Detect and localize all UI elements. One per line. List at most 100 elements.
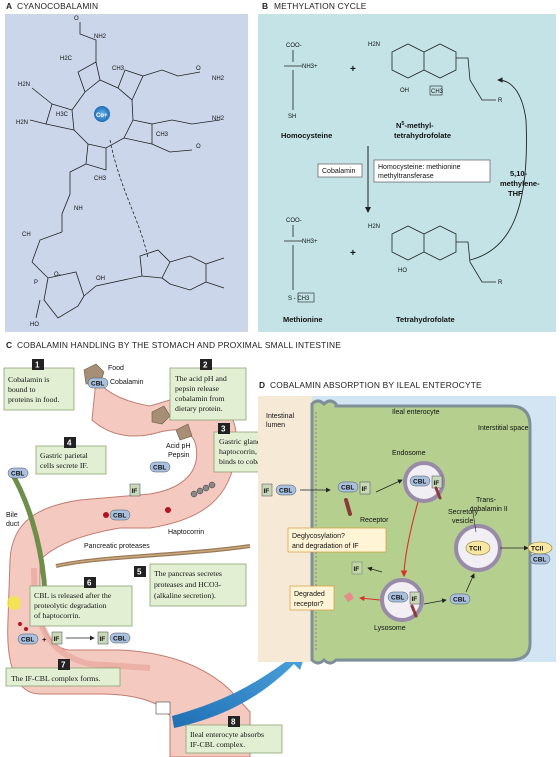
atom-ch3-1: CH3 [112, 66, 125, 72]
thf-ho: HO [398, 268, 407, 274]
cbl-pill-duodenum [17, 633, 39, 645]
atom-h3c-1: H3C [56, 112, 69, 118]
step-2-number: 2 [203, 361, 208, 370]
step-3-line2: haptocorrin, which then [219, 447, 293, 456]
step-1-line3: proteins in food. [8, 395, 59, 404]
step-8-number: 8 [231, 718, 236, 727]
atom-h2n-1: H2N [18, 82, 30, 88]
step-1-number: 1 [35, 361, 40, 370]
step-1-line2: bound to [8, 385, 36, 394]
if-tag-lysosome-label: IF [412, 596, 418, 603]
receptor-label: Receptor [360, 517, 389, 524]
step-6-line2: proteolytic degradation [34, 601, 107, 610]
homocysteine-coo: COO- [286, 43, 302, 49]
atom-oh: OH [96, 276, 105, 282]
cbl-pill-lysosome [387, 591, 409, 603]
step-4-callout: 4 Gastric parietal cells secrete IF. [35, 437, 107, 475]
methylthf-label-line2: tetrahydrofolate [394, 131, 451, 140]
transcobalamin-label-2: cobalamin II [470, 506, 508, 513]
interstitial-space-label: Interstitial space [478, 425, 529, 432]
if-tag-stomach [129, 483, 141, 497]
if-tag-duodenum [51, 631, 63, 645]
cbl-pill-stomach-label: CBL [153, 465, 166, 472]
step-2-callout: 2 The acid pH and pepsin release cobalam… [169, 359, 247, 421]
haptocorrin-dot-1 [103, 512, 109, 518]
methionine-label: Methionine [283, 315, 323, 324]
thf-label: Tetrahydrofolate [396, 315, 455, 324]
step-5-number: 5 [137, 568, 142, 577]
atom-o-3: O [196, 144, 201, 150]
tcii-in-vesicle [465, 540, 491, 556]
panel-b-letter: B [262, 1, 268, 11]
if-tag-lumen-label: IF [264, 488, 270, 495]
step-5-line1: The pancreas secretes [154, 569, 222, 578]
cbl-pill-free-label: CBL [11, 471, 24, 478]
cbl-pill-stomach [149, 461, 171, 473]
pepsin-label: Pepsin [168, 452, 190, 459]
intestinal-lumen-label-2: lumen [266, 422, 285, 429]
cobalamin-box [317, 163, 363, 178]
step-8-line1: Ileal enterocyte absorbs [190, 730, 264, 739]
cobalamin-cofactor-label: Cobalamin [322, 168, 356, 175]
intestinal-lumen-label-1: Intestinal [266, 413, 294, 420]
cobalt-atom [94, 106, 110, 122]
cbl-pill-duodenum-label: CBL [21, 637, 34, 644]
food-label: Food [108, 365, 124, 372]
atom-h2c-1: H2C [60, 56, 73, 62]
step-2-line3: cobalamin from [175, 394, 225, 403]
panel-a-letter: A [6, 1, 12, 11]
methionine-coo: COO- [286, 218, 302, 224]
panel-d-letter: D [259, 380, 265, 390]
cbl-pill-endosome-label: CBL [413, 479, 426, 486]
methylthf-r: R [498, 98, 503, 104]
deglycosylation-label-2: and degradation of IF [292, 543, 359, 550]
methionine-sch3: S - CH3 [288, 296, 310, 302]
if-tag-degraded [351, 561, 363, 575]
panel-b-title: METHYLATION CYCLE [274, 1, 367, 11]
step-6-line1: CBL is released after the [34, 591, 112, 600]
step-1-callout: 1 Cobalamin is bound to proteins in food… [3, 359, 75, 411]
if-tag-lysosome [409, 591, 421, 605]
cbl-pill-complex [109, 632, 131, 644]
atom-ch: CH [22, 232, 31, 238]
acid-ph-label: Acid pH [166, 443, 191, 450]
cbl-release-arrow [423, 598, 447, 605]
bile-duct [7, 468, 49, 621]
haptocorrin-dot-2 [165, 507, 171, 513]
haptocorrin-label: Haptocorrin [168, 529, 204, 536]
panel-c-title: COBALAMIN HANDLING BY THE STOMACH AND PR… [17, 340, 341, 350]
step-7-number: 7 [61, 661, 66, 670]
plus-bottom: + [350, 248, 356, 259]
cycle-arrow-to-methyl [497, 77, 527, 121]
cyanocobalamin-structure: O NH2 H2C CH3 H2N O NH2 H3C H2N NH2 O CH… [16, 16, 225, 328]
cbl-pill-secreted-label: CBL [533, 557, 546, 564]
atom-nh2-2: NH2 [212, 76, 225, 82]
bile-duct-label-1: Bile [6, 512, 18, 519]
food-particle-2 [151, 405, 171, 425]
if-tag-lumen [261, 483, 273, 497]
step-7-callout: 7 The IF-CBL complex forms. [5, 659, 121, 687]
secretory-label-1: Secretory [448, 509, 478, 516]
cycle-arrow-up [469, 119, 527, 261]
atom-o-1: O [74, 16, 79, 22]
methionine-nh3: NH3+ [302, 239, 318, 245]
if-tag-complex [97, 631, 109, 645]
cbl-pill-receptor [337, 481, 359, 493]
cbl-pill-lumen [275, 484, 297, 496]
step-3-line1: Gastric glands secrete [219, 437, 288, 446]
step-2-line1: The acid pH and [175, 374, 227, 383]
step-2-line2: pepsin release [175, 384, 219, 393]
panel-b: B METHYLATION CYCLE COO- NH3+ SH Homocys… [258, 1, 556, 332]
if-degradation-arrow [367, 566, 383, 573]
if-tag-stomach-label: IF [132, 488, 138, 495]
step-3-number: 3 [221, 425, 226, 434]
atom-p: P [34, 280, 38, 286]
cobalamin-label: Cobalamin [110, 379, 144, 386]
lysosome-label: Lysosome [374, 625, 406, 632]
homocysteine-nh3: NH3+ [302, 64, 318, 70]
ileal-enterocyte-label: Ileal enterocyte [392, 409, 440, 416]
tcii-secreted-label: TCII [531, 546, 543, 553]
atom-ch3-3: CH3 [94, 176, 107, 182]
cbl-pill-lumen-label: CBL [279, 488, 292, 495]
if-tag-degraded-label: IF [354, 566, 360, 573]
